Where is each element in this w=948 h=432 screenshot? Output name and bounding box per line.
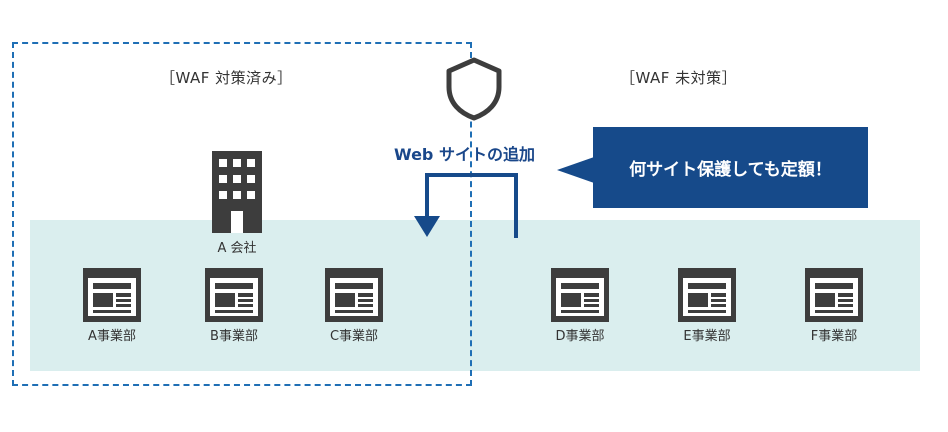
protected-section-label: ［WAF 対策済み］: [160, 69, 293, 87]
site-a: A事業部: [68, 268, 156, 346]
company-label: A 会社: [217, 241, 257, 256]
building-icon: [212, 151, 262, 233]
website-window-icon: [551, 268, 609, 322]
flat-rate-callout: 何サイト保護しても定額！: [593, 127, 868, 208]
site-c: C事業部: [310, 268, 398, 346]
site-label: E事業部: [683, 329, 731, 344]
site-label: C事業部: [329, 329, 379, 344]
shield-icon: [446, 57, 502, 121]
waf-protected-area: [12, 42, 472, 386]
unprotected-section-label: ［WAF 未対策］: [620, 69, 738, 87]
site-d: D事業部: [536, 268, 624, 346]
website-window-icon: [678, 268, 736, 322]
callout-text: 何サイト保護しても定額！: [629, 160, 832, 180]
site-e: E事業部: [663, 268, 751, 346]
website-window-icon: [205, 268, 263, 322]
web-site-add-label: Web サイトの追加: [394, 145, 535, 164]
add-site-arrow: [414, 173, 518, 238]
site-label: F事業部: [810, 329, 858, 344]
site-label: B事業部: [210, 329, 258, 344]
website-window-icon: [325, 268, 383, 322]
site-label: D事業部: [555, 329, 605, 344]
site-f: F事業部: [790, 268, 878, 346]
callout-pointer: [557, 156, 597, 184]
website-window-icon: [83, 268, 141, 322]
site-label: A事業部: [88, 329, 136, 344]
website-window-icon: [805, 268, 863, 322]
site-band: [30, 220, 920, 371]
site-b: B事業部: [190, 268, 278, 346]
